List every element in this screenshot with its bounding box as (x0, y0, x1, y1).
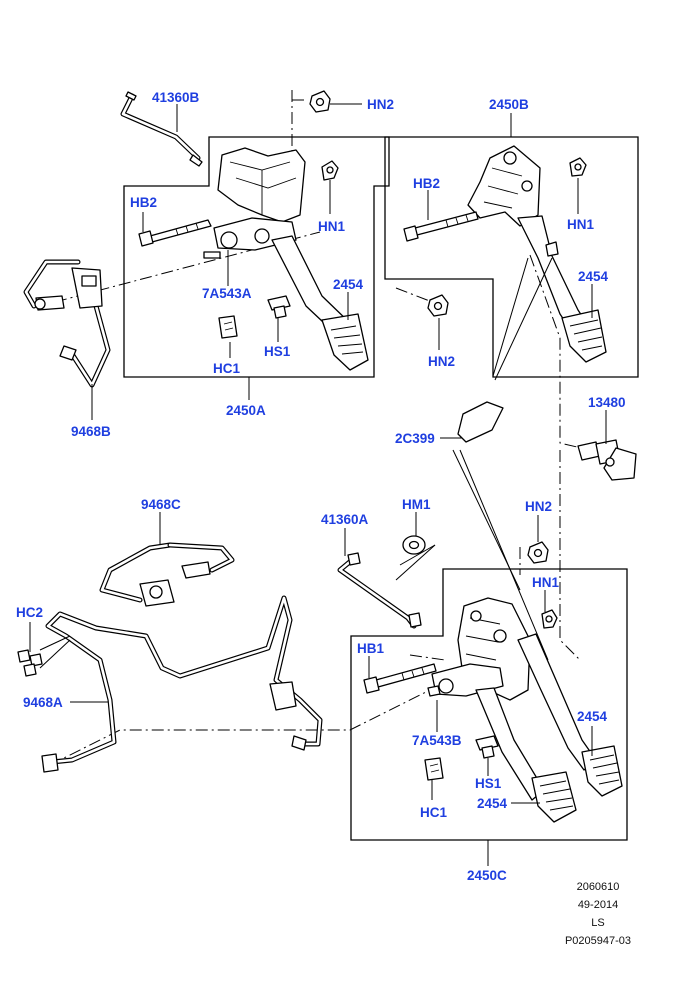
label-hb2-right: HB2 (413, 176, 440, 191)
pedal-assembly-2450a (138, 90, 369, 371)
box-2450a (123, 136, 390, 378)
footer-line-1: 2060610 (577, 881, 620, 893)
label-hn2-mid: HN2 (428, 354, 455, 369)
label-hs1-low: HS1 (475, 776, 502, 791)
label-hn2-top: HN2 (367, 97, 394, 112)
label-2450b: 2450B (489, 97, 529, 112)
label-7a543a: 7A543A (202, 286, 252, 301)
pedal-assembly-2450c (363, 541, 623, 823)
label-hm1: HM1 (402, 497, 431, 512)
pedal-assembly-2450b (403, 145, 607, 363)
label-hb1: HB1 (357, 641, 384, 656)
callout-labels: HN2 41360B HB2 HN1 7A543A 2454 HS1 HC1 2… (16, 90, 626, 883)
label-hn1-left: HN1 (318, 219, 345, 234)
label-41360b: 41360B (152, 90, 200, 105)
pad-2c399 (452, 257, 553, 661)
label-41360a: 41360A (321, 512, 369, 527)
label-9468a: 9468A (23, 695, 63, 710)
pipe-41360b (120, 91, 203, 167)
hose-9468c (99, 542, 235, 607)
label-hb2-left: HB2 (130, 195, 157, 210)
label-hc1-top: HC1 (213, 361, 240, 376)
label-2450c: 2450C (467, 868, 507, 883)
grommet-hm1 (402, 535, 426, 555)
label-2c399: 2C399 (395, 431, 435, 446)
label-9468b: 9468B (71, 424, 111, 439)
label-hn1-low: HN1 (532, 575, 559, 590)
footer-info: 2060610 49-2014 LS P0205947-03 (565, 881, 631, 947)
clips-hc2 (17, 649, 43, 677)
label-7a543b: 7A543B (412, 733, 462, 748)
label-2454-d: 2454 (477, 796, 508, 811)
label-hn1-right: HN1 (567, 217, 594, 232)
footer-line-3: LS (591, 917, 604, 929)
label-hn2-low: HN2 (525, 499, 552, 514)
label-2454-a: 2454 (333, 277, 364, 292)
label-9468c: 9468C (141, 497, 181, 512)
hose-9468b (23, 259, 111, 388)
label-hc1-low: HC1 (420, 805, 447, 820)
label-2454-c: 2454 (577, 709, 608, 724)
label-2450a: 2450A (226, 403, 266, 418)
leader-lines (29, 103, 607, 866)
label-hc2: HC2 (16, 605, 43, 620)
label-2454-b: 2454 (578, 269, 609, 284)
label-hs1-top: HS1 (264, 344, 291, 359)
pipe-9468a (41, 595, 323, 773)
box-2450b (384, 136, 639, 378)
footer-line-2: 49-2014 (578, 899, 618, 911)
footer-line-4: P0205947-03 (565, 935, 631, 947)
switch-13480 (577, 439, 637, 481)
label-13480: 13480 (588, 395, 626, 410)
box-2450c (350, 568, 628, 841)
pipe-41360a (337, 552, 422, 629)
